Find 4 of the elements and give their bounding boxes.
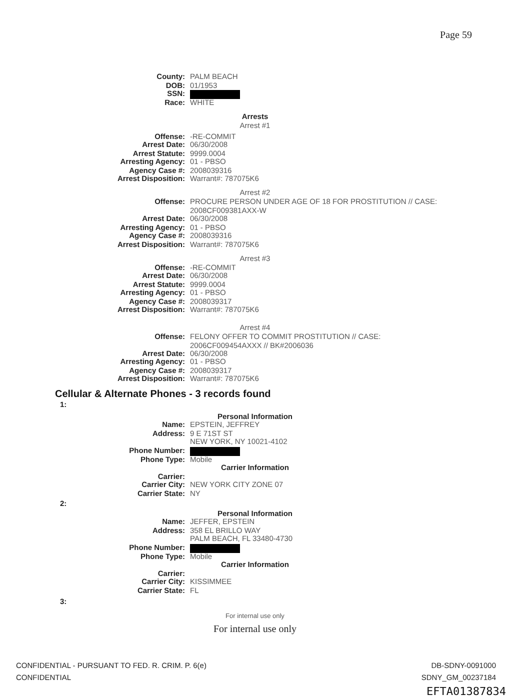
document-id: EFTA01387834: [426, 685, 506, 698]
footer-note: For internal use only: [212, 624, 298, 635]
section-title: Cellular & Alternate Phones - 3 records found: [55, 389, 271, 400]
page-number: Page 59: [440, 30, 472, 41]
